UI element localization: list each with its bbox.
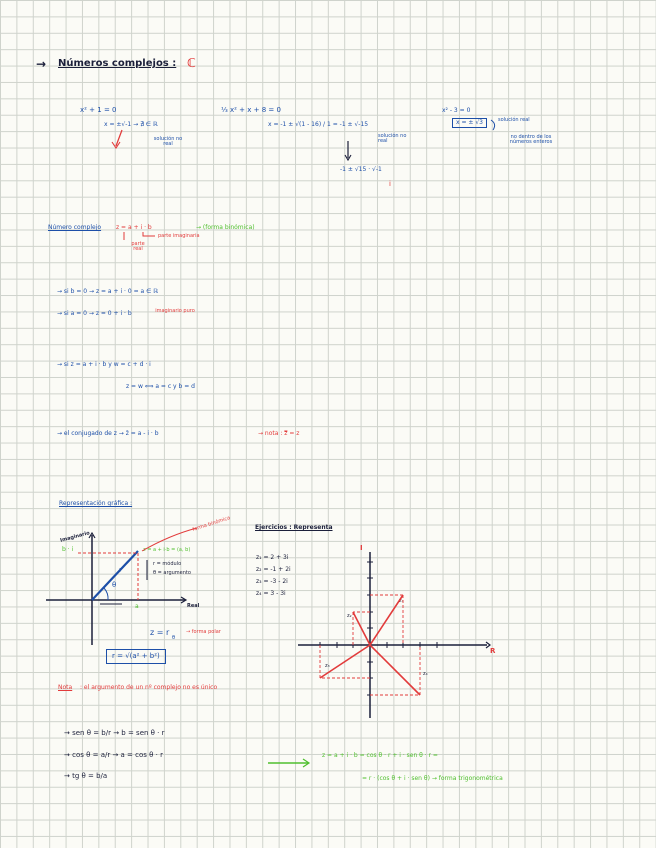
angle-arc: [103, 587, 109, 601]
red-arrowhead: [111, 141, 121, 149]
example1-result: x = ±√-1 → ∄ ∈ ℝ: [104, 121, 158, 128]
forma-polar-label: → forma polar: [186, 629, 221, 635]
exercise-ticks: [319, 561, 438, 696]
nota-label: Nota: [58, 684, 73, 691]
imag-part-label: parte imaginaria: [158, 233, 200, 239]
graphic-heading: Representación gráfica :: [59, 500, 133, 507]
example2-result: -1 ± √15 · √-1: [340, 166, 382, 173]
b-i-label: b · i: [62, 546, 74, 553]
complex-set-symbol: ℂ: [187, 56, 196, 70]
exercise-vectors: [319, 594, 421, 696]
case-conjugate: → el conjugado de z → z̄ = a - i · b: [57, 430, 159, 437]
theta-label: θ: [112, 581, 117, 589]
case-equality-condition: z = w ⟺ a = c y b = d: [126, 383, 195, 390]
point-z-label: z = a + i·b = (a, b): [143, 547, 191, 553]
example1-equation: x² + 1 = 0: [80, 106, 117, 114]
trig-form-line1: z = a + i · b = cos θ · r + i · sen θ · …: [322, 752, 438, 759]
modulus-vector: [91, 550, 139, 601]
r-description: r = módulo: [153, 561, 182, 567]
example3-note-integers: no dentro de los números enteros: [509, 134, 553, 145]
example2-formula: x = -1 ± √(1 - 16) / 1 = -1 ± √-15: [268, 121, 369, 128]
polar-form: z = r: [150, 628, 170, 637]
real-axis-label: Real: [187, 603, 200, 609]
definition-formula: z = a + i · b: [116, 224, 152, 231]
exercise-real-arrowhead: [485, 641, 491, 649]
red-arrow: [115, 129, 123, 147]
theta-description: θ = argumento: [153, 570, 191, 576]
nota-text: : el argumento de un nº complejo no es ú…: [80, 684, 218, 691]
exercise-heading: Ejercicios : Representa: [255, 524, 333, 531]
title-arrow: →: [36, 57, 47, 71]
exercise-real-axis-label: R: [490, 647, 496, 655]
down-arrowhead: [344, 154, 352, 162]
a-label: a: [135, 603, 139, 610]
exercise-item: z₃ = -3 - 2i: [256, 578, 288, 585]
example3-equation: x² - 3 = 0: [442, 107, 471, 114]
case-b-zero: → si b = 0 → z = a + i · 0 = a ∈ ℝ: [57, 288, 158, 295]
pure-imaginary-note: imaginario puro: [155, 308, 195, 314]
imag-part-pointer: [142, 232, 155, 237]
exercise-item: z₄ = 3 - 3i: [256, 590, 286, 597]
example2-equation: ⅓ x² + x + 8 = 0: [221, 106, 281, 114]
exercise-item: z₂ = -1 + 2i: [256, 566, 291, 573]
exercise-item: z₁ = 2 + 3i: [256, 554, 289, 561]
point-z3-label: z₃: [325, 663, 330, 669]
definition-label: Número complejo: [48, 224, 102, 231]
trig-form-line2: = r · (cos θ + i · sen θ) → forma trigon…: [362, 775, 503, 782]
trig-tan: → tg θ = b/a: [64, 772, 108, 780]
point-z2-label: z₂: [347, 613, 352, 619]
definition-binomial: → (forma binómica): [196, 224, 255, 231]
example1-note: solución no real: [153, 136, 183, 147]
modulus-box: r = √(a² + b²): [106, 649, 166, 664]
example2-i-label: i: [389, 180, 391, 188]
diagram-real-arrowhead: [180, 596, 188, 604]
green-arrowhead: [302, 758, 311, 768]
conjugate-note: → nota : z̿ = z: [258, 430, 300, 437]
point-z4-label: z₄: [423, 671, 428, 677]
real-part-label: parte real: [131, 241, 145, 252]
trig-cos: → cos θ = a/r → a = cos θ · r: [64, 751, 163, 759]
page-title: Números complejos :: [58, 58, 177, 69]
exercise-imag-axis-label: I: [360, 544, 363, 552]
exercise-projections: [319, 594, 421, 696]
point-z1-label: z₁: [399, 598, 404, 604]
case-equality: → si z = a + i · b y w = c + d · i: [57, 361, 151, 368]
example2-note: solución no real: [378, 133, 407, 144]
example3-result: x = ± √3: [452, 118, 487, 128]
brace-arrow: [490, 119, 496, 131]
example3-note-real: solución real: [498, 117, 530, 123]
polar-form-subscript: θ: [172, 635, 176, 641]
binomial-pointer: [141, 527, 198, 552]
case-a-zero: → si a = 0 → z = 0 + i · b: [57, 310, 132, 317]
trig-sin: → sen θ = b/r → b = sen θ · r: [64, 729, 165, 737]
diagram-imag-arrowhead: [88, 531, 96, 539]
